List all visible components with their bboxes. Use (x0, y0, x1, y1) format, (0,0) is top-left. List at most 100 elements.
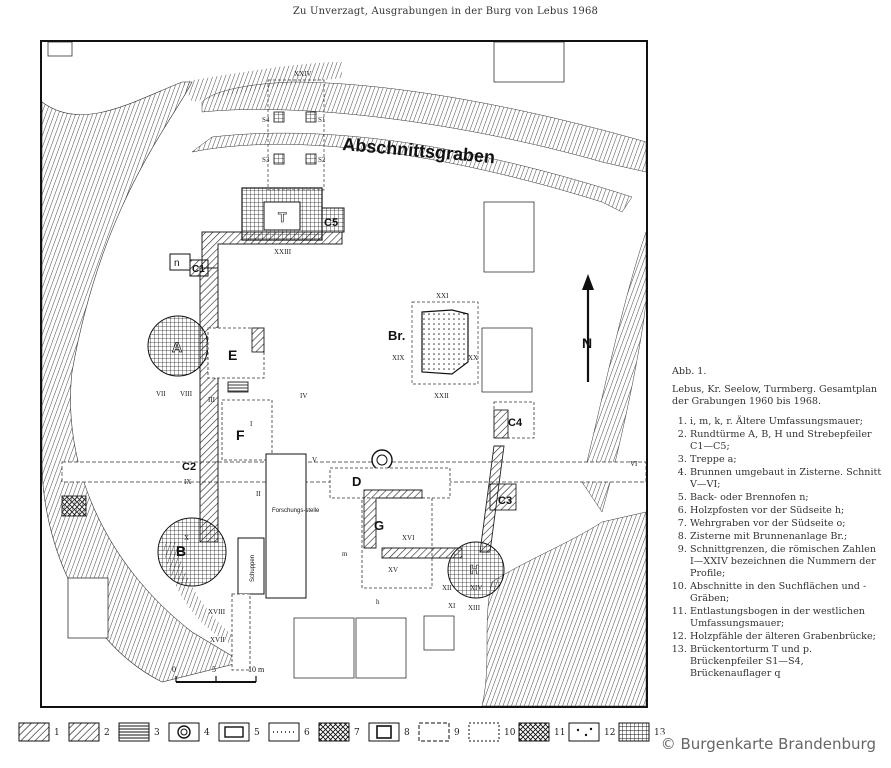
gate-tower-inner (263, 201, 301, 231)
section-iii: III (208, 396, 216, 404)
section-s1: S1 (318, 116, 326, 124)
section-vii: VII (156, 390, 166, 398)
scale-tick-0: 0 (172, 665, 176, 674)
moat-north (201, 81, 646, 173)
section-xi: XI (448, 602, 456, 610)
label-c4: C4 (508, 417, 523, 429)
building-s-1 (293, 617, 355, 679)
north-arrow (582, 274, 594, 382)
scale-tick-5: 5 (212, 665, 216, 674)
cistern-br (421, 309, 469, 375)
section-xviii: XVIII (208, 608, 226, 616)
caption-description: Lebus, Kr. Seelow, Turmberg. Gesamtplan … (672, 384, 878, 407)
bridge-trench (267, 79, 325, 191)
caption-item: Rundtürme A, B, H und Strebepfeiler C1—C… (690, 429, 882, 453)
section-v: V (312, 456, 317, 464)
section-xx: XX (468, 354, 478, 362)
caption-item: Brückentorturm T und p. Brückenpfeiler S… (690, 644, 882, 680)
legend-number: 4 (204, 728, 210, 738)
section-ii: II (256, 490, 261, 498)
label-f: F (236, 427, 245, 443)
stair-a (227, 381, 249, 393)
section-i: I (250, 420, 253, 428)
section-xxiii: XXIII (274, 248, 292, 256)
site-plan-map: Abschnittsgraben N T C5 n C1 A E F C2 B … (40, 40, 648, 708)
pier-s2 (305, 153, 317, 165)
buttress-c4-fill (493, 409, 509, 439)
section-s2: S2 (318, 156, 326, 164)
section-xiv: XIV (470, 584, 482, 592)
wall-dg (363, 489, 423, 549)
caption-figure-number: Abb. 1. (672, 366, 707, 377)
pier-s3 (273, 153, 285, 165)
tower-b (157, 517, 227, 587)
section-xxii: XXII (434, 392, 449, 400)
legend-number: 5 (254, 728, 260, 738)
section-xvii: XVII (210, 636, 225, 644)
section-vi: VI (630, 460, 638, 468)
legend-symbol-cistern (368, 722, 400, 742)
building-w-small (47, 42, 73, 57)
legend-symbol-piles (568, 722, 600, 742)
label-a: A (172, 339, 182, 355)
south-ditch-trench (231, 593, 251, 671)
section-s4: S4 (262, 116, 270, 124)
caption-item: Brunnen umgebaut in Zisterne. Schnitt V—… (690, 467, 882, 491)
caption-item: Treppe a; (690, 454, 882, 466)
north-label: N (582, 335, 592, 351)
gate-tower-t (241, 187, 323, 241)
southeast-slope (481, 511, 646, 706)
caption-item: i, m, k, r. Ältere Umfassungsmauer; (690, 416, 882, 428)
legend-number: 6 (304, 728, 310, 738)
legend-symbol-well (168, 722, 200, 742)
buttress-c5 (321, 207, 345, 233)
header-title: Zu Unverzagt, Ausgrabungen in der Burg v… (292, 6, 599, 17)
label-n: n (174, 258, 180, 269)
label-g: G (374, 518, 384, 533)
legend-number: 10 (504, 728, 516, 738)
caption-item: Holzpfähle der älteren Grabenbrücke; (690, 631, 882, 643)
forschungsstelle-building (265, 453, 307, 599)
wall-dh (381, 547, 463, 559)
moat-inner (191, 132, 633, 213)
caption-legend-list: i, m, k, r. Ältere Umfassungsmauer; Rund… (672, 416, 882, 680)
section-xxi: XXI (436, 292, 449, 300)
legend-number: 2 (104, 728, 110, 738)
label-d: D (352, 474, 361, 489)
schuppen-building (237, 537, 265, 595)
legend-symbol-gate-tower (618, 722, 650, 742)
section-m: m (342, 550, 348, 558)
section-h: h (376, 598, 380, 606)
caption-item: Holzpfosten vor der Südseite h; (690, 505, 882, 517)
legend-symbol-oven (218, 722, 250, 742)
legend-symbol-wall (18, 722, 50, 742)
caption-item: Back- oder Brennofen n; (690, 492, 882, 504)
label-c5: C5 (324, 217, 338, 229)
building-ne (493, 42, 565, 83)
caption-item: Zisterne mit Brunnenanlage Br.; (690, 531, 882, 543)
section-x: X (184, 534, 189, 542)
building-s-2 (355, 617, 407, 679)
legend-number: 7 (354, 728, 360, 738)
legend-symbol-trench (468, 722, 500, 742)
buttress-c3 (489, 483, 517, 511)
section-s3: S3 (262, 156, 270, 164)
legend-number: 8 (404, 728, 410, 738)
buttress-c1 (189, 259, 209, 277)
label-c3: C3 (498, 495, 512, 507)
section-xv: XV (388, 566, 398, 574)
legend-number: 11 (554, 728, 566, 738)
ditch-piles (61, 495, 87, 517)
legend-number: 9 (454, 728, 460, 738)
pier-s1 (305, 111, 317, 123)
label-t: T (278, 209, 287, 225)
legend-number: 3 (154, 728, 160, 738)
wall-e-right (251, 327, 265, 353)
legend-number: 13 (654, 728, 666, 738)
map-canvas: Abschnittsgraben N T C5 n C1 A E F C2 B … (42, 42, 646, 706)
legend-symbol-section-line (418, 722, 450, 742)
caption-item: Entlastungsbogen in der westlichen Umfas… (690, 606, 882, 630)
label-schuppen: Schuppen (250, 555, 256, 582)
section-xxiv: XXIV (294, 70, 312, 78)
section-iv: IV (300, 392, 307, 400)
